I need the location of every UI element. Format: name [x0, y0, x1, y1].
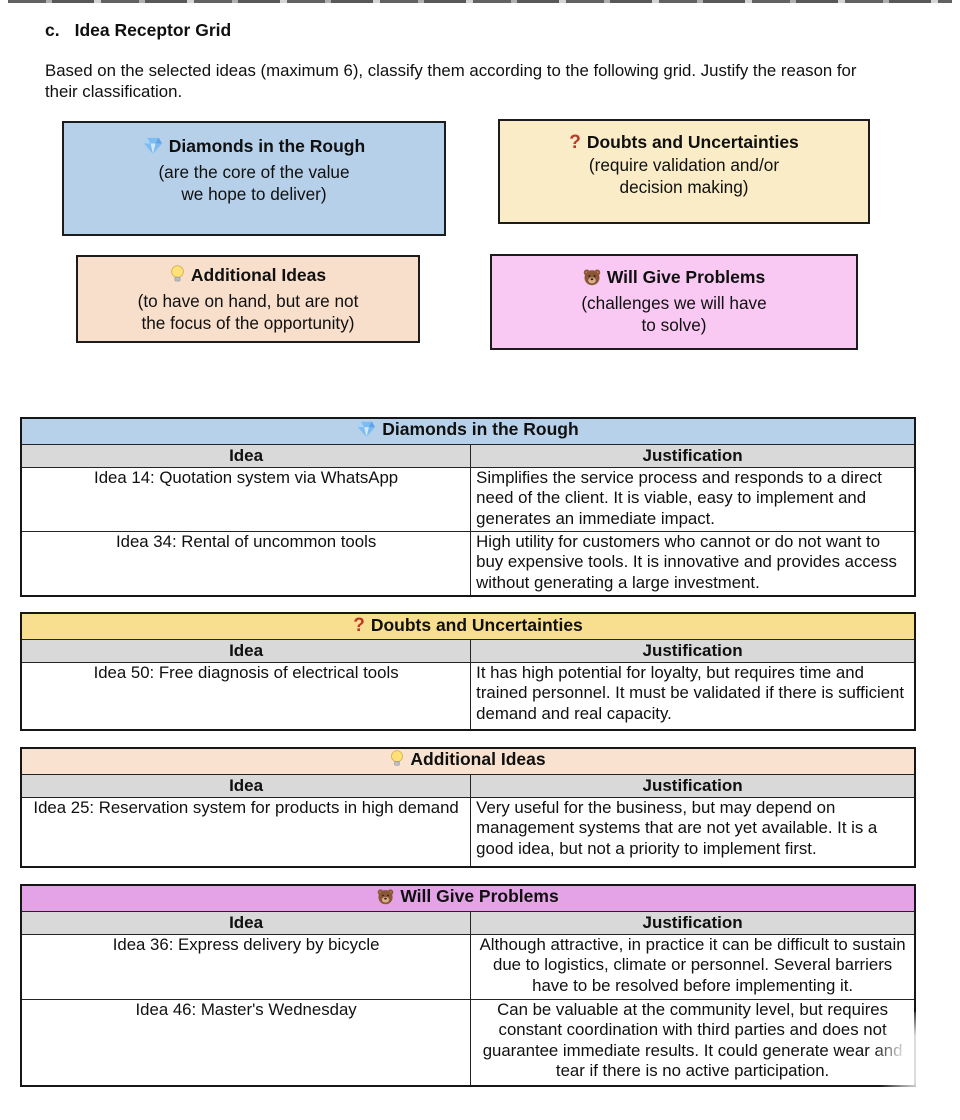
justification-cell: Very useful for the business, but may de… [470, 796, 916, 868]
lightbulb-icon [170, 265, 185, 290]
lightbulb-icon [390, 750, 404, 773]
idea-cell: Idea 25: Reservation system for products… [20, 796, 472, 868]
column-header-justification: Justification [470, 773, 916, 798]
quadrant-subtitle-line: the focus of the opportunity) [141, 313, 355, 333]
justification-cell: It has high potential for loyalty, but r… [470, 661, 916, 731]
quadrant-title-text: Will Give Problems [606, 267, 766, 287]
quadrant-doubts: ?Doubts and Uncertainties (require valid… [498, 119, 870, 224]
section-letter: c. [45, 20, 60, 40]
justification-cell: Can be valuable at the community level, … [470, 998, 916, 1087]
quadrant-title-text: Diamonds in the Rough [168, 136, 366, 156]
quadrant-subtitle-line: to solve) [641, 315, 707, 335]
quadrant-title: Diamonds in the Rough [64, 135, 444, 161]
table-title-text: Additional Ideas [410, 749, 546, 770]
table-title-row: Will Give Problems [20, 884, 916, 912]
quadrant-problems: Will Give Problems (challenges we will h… [490, 254, 858, 350]
column-header-idea: Idea [20, 910, 472, 935]
quadrant-subtitle-line: (require validation and/or [588, 155, 780, 175]
justification-cell: High utility for customers who cannot or… [470, 530, 916, 597]
quadrant-subtitle-line: (to have on hand, but are not [137, 291, 359, 311]
question-icon: ? [353, 615, 365, 637]
table-problems: Will Give Problems Idea Justification Id… [20, 884, 916, 1087]
quadrant-title-text: Doubts and Uncertainties [586, 132, 799, 152]
diamond-icon [357, 421, 376, 443]
quadrant-diamonds: Diamonds in the Rough (are the core of t… [62, 121, 446, 236]
quadrant-subtitle-line: we hope to deliver) [181, 184, 327, 204]
quadrant-title: Will Give Problems [492, 266, 856, 292]
column-header-justification: Justification [470, 443, 916, 468]
intro-paragraph: Based on the selected ideas (maximum 6),… [45, 61, 857, 101]
quadrant-additional: Additional Ideas (to have on hand, but a… [76, 255, 420, 343]
diamond-icon [143, 137, 163, 161]
idea-cell: Idea 50: Free diagnosis of electrical to… [20, 661, 472, 731]
scan-edge-artifact [8, 0, 952, 3]
idea-cell: Idea 36: Express delivery by bicycle [20, 933, 472, 1000]
column-header-idea: Idea [20, 773, 472, 798]
idea-cell: Idea 46: Master's Wednesday [20, 998, 472, 1087]
table-row: Idea 46: Master's Wednesday Can be valua… [20, 998, 916, 1087]
quadrant-title-text: Additional Ideas [190, 265, 327, 285]
section-title: Idea Receptor Grid [74, 20, 232, 40]
table-row: Idea 25: Reservation system for products… [20, 796, 916, 868]
column-header-justification: Justification [470, 638, 916, 663]
table-title-row: Additional Ideas [20, 747, 916, 775]
column-header-idea: Idea [20, 443, 472, 468]
bear-icon [377, 888, 394, 910]
quadrant-title: ?Doubts and Uncertainties [500, 131, 868, 154]
justification-cell: Although attractive, in practice it can … [470, 933, 916, 1000]
column-header-idea: Idea [20, 638, 472, 663]
quadrant-title: Additional Ideas [78, 264, 418, 290]
table-doubts: ?Doubts and Uncertainties Idea Justifica… [20, 612, 916, 731]
table-title-row: Diamonds in the Rough [20, 417, 916, 445]
quadrant-subtitle-line: decision making) [619, 177, 749, 197]
quadrant-subtitle-line: (are the core of the value [158, 162, 350, 182]
table-title-text: Diamonds in the Rough [382, 419, 579, 440]
quadrant-subtitle-line: (challenges we will have [581, 293, 767, 313]
column-header-justification: Justification [470, 910, 916, 935]
table-title-row: ?Doubts and Uncertainties [20, 612, 916, 640]
idea-cell: Idea 14: Quotation system via WhatsApp [20, 466, 472, 532]
question-icon: ? [569, 132, 581, 153]
table-row: Idea 50: Free diagnosis of electrical to… [20, 661, 916, 731]
table-row: Idea 34: Rental of uncommon tools High u… [20, 530, 916, 597]
table-row: Idea 14: Quotation system via WhatsApp S… [20, 466, 916, 532]
table-additional: Additional Ideas Idea Justification Idea… [20, 747, 916, 868]
idea-cell: Idea 34: Rental of uncommon tools [20, 530, 472, 597]
table-row: Idea 36: Express delivery by bicycle Alt… [20, 933, 916, 1000]
table-title-text: Doubts and Uncertainties [370, 615, 583, 636]
section-heading: c. Idea Receptor Grid [45, 20, 231, 41]
table-title-text: Will Give Problems [400, 886, 559, 907]
table-diamonds: Diamonds in the Rough Idea Justification… [20, 417, 916, 597]
bear-icon [583, 268, 601, 292]
justification-cell: Simplifies the service process and respo… [470, 466, 916, 532]
